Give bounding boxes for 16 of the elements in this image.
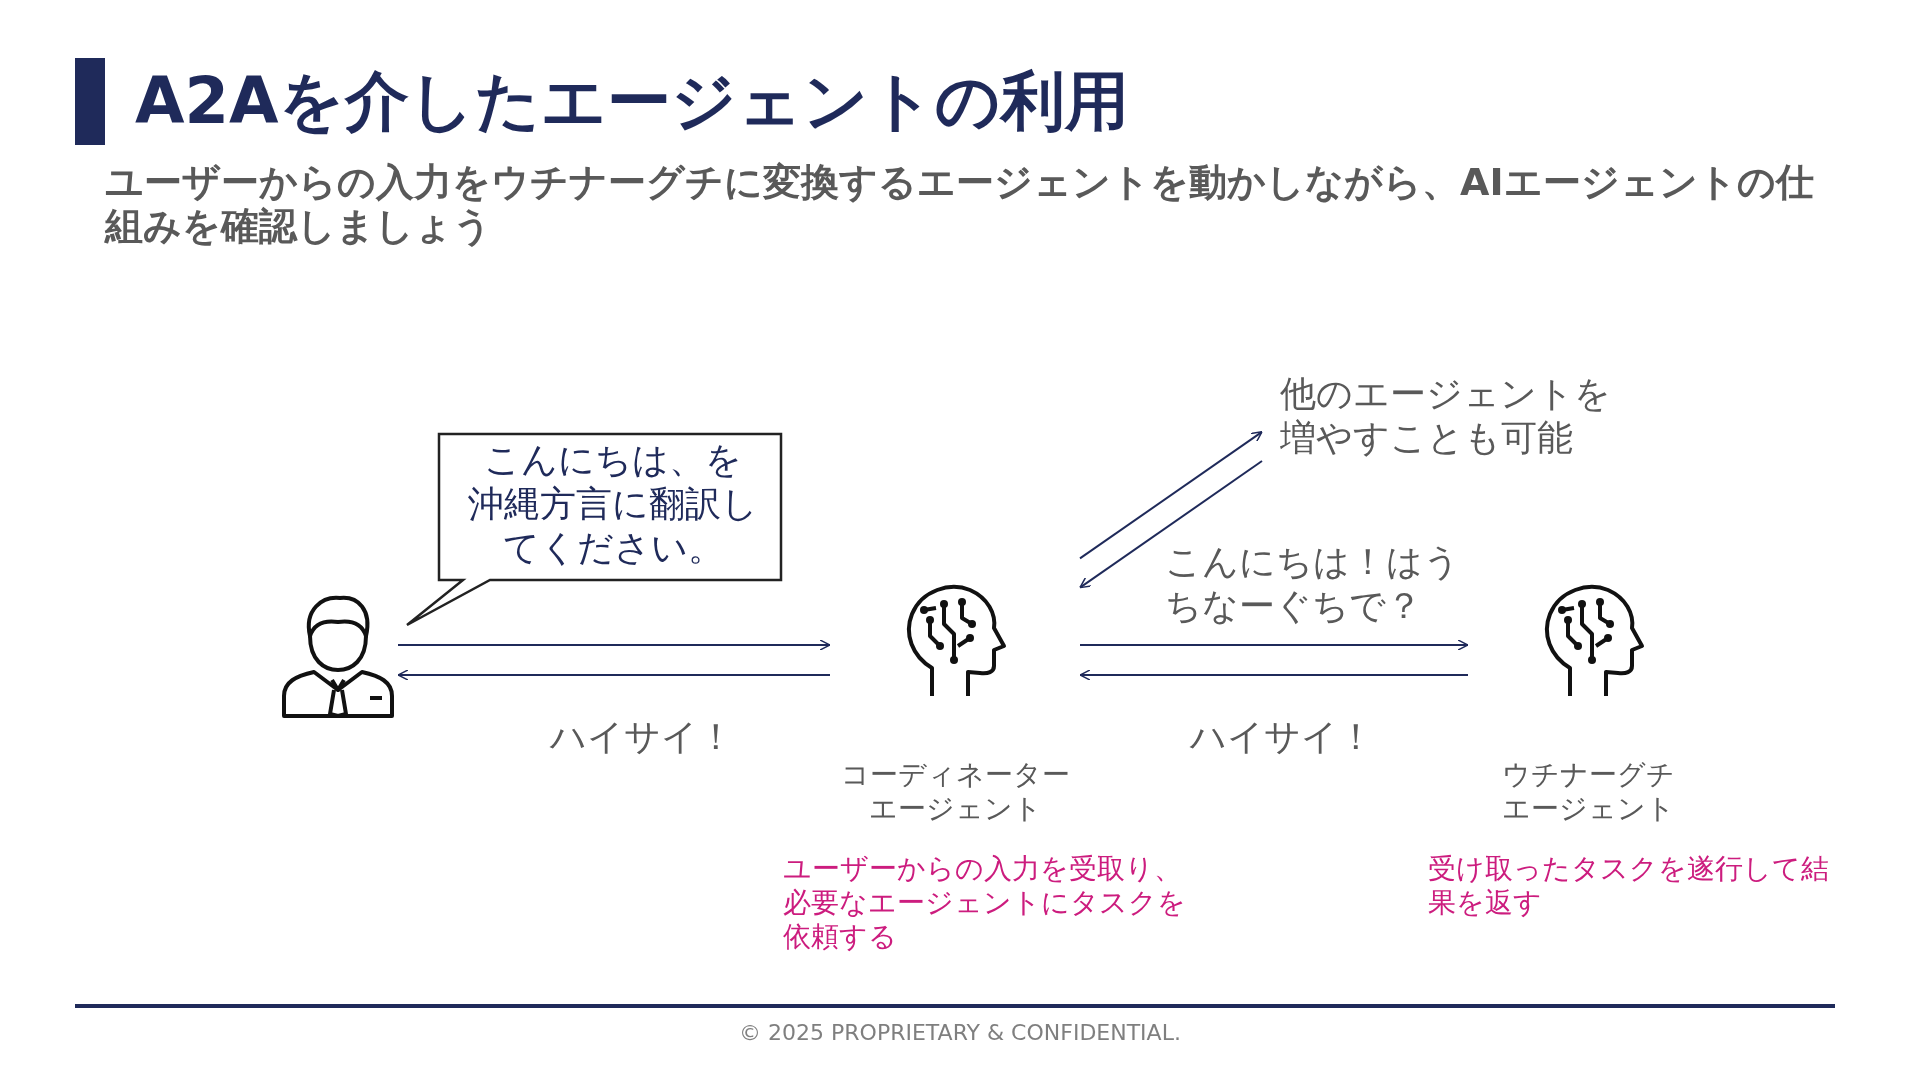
arrow [1079, 669, 1469, 681]
agent-label: コーディネーターエージェント [839, 758, 1071, 826]
description-text: ユーザーからの入力を受取り、必要なエージェントにタスクを依頼する [783, 852, 1187, 954]
note-text: 他のエージェントを増やすことも可能 [1280, 372, 1612, 460]
agent-label: ウチナーグチエージェント [1500, 758, 1676, 826]
arrow [1079, 460, 1263, 589]
arrow [397, 669, 831, 681]
description-text: 受け取ったタスクを遂行して結果を返す [1428, 852, 1830, 920]
speech-bubble [405, 432, 783, 627]
title: A2Aを介したエージェントの利用 [75, 58, 1129, 145]
copyright-text: © 2025 PROPRIETARY & CONFIDENTIAL. [738, 1020, 1182, 1045]
arrow [1079, 430, 1263, 560]
arrow [1079, 639, 1469, 651]
subtitle: ユーザーからの入力をウチナーグチに変換するエージェントを動かしながら、AIエージェントの仕組みを確認しましょう [105, 160, 1815, 248]
bubble-text: こんにちは、を沖縄方言に翻訳してください。 [467, 438, 759, 570]
arrow [397, 639, 831, 651]
